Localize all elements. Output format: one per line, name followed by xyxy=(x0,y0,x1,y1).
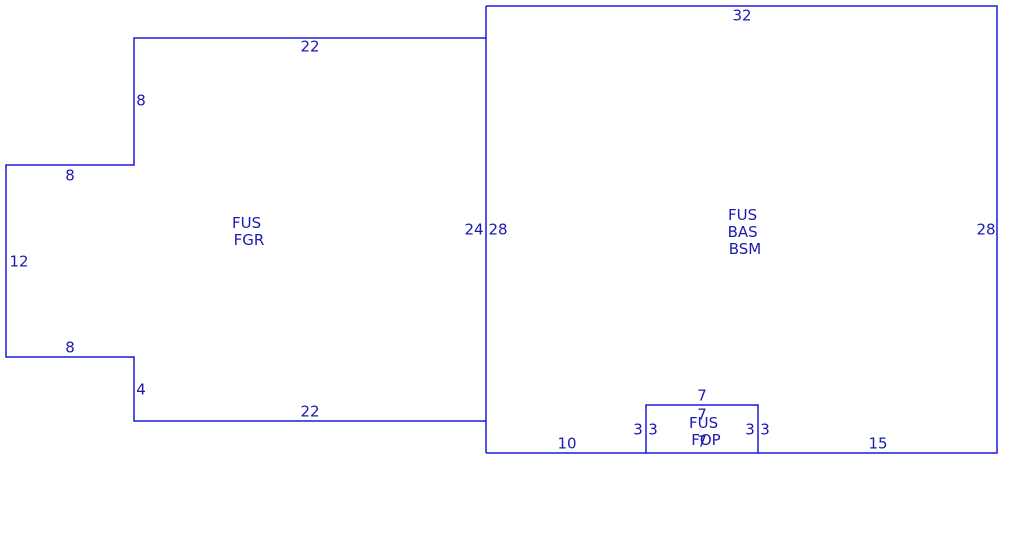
dim-garage-left: 12 xyxy=(9,253,28,271)
dim-base-bottom-left: 10 xyxy=(557,435,576,453)
base-label-line2: BAS xyxy=(728,223,758,241)
dim-porch-top: 7 xyxy=(697,387,707,405)
base-outline xyxy=(486,5,998,454)
dim-porch-left-outer: 3 xyxy=(633,421,643,439)
dim-base-bottom-right: 15 xyxy=(868,435,887,453)
dim-garage-top: 22 xyxy=(300,38,319,56)
dim-porch-bottom: 7 xyxy=(697,433,707,451)
porch-label: FUS FOP xyxy=(689,414,723,449)
porch-label-line1: FUS xyxy=(689,414,718,432)
dim-garage-upper-left: 8 xyxy=(136,92,146,110)
base-label-line3: BSM xyxy=(729,240,762,258)
dim-garage-step-top: 8 xyxy=(65,167,75,185)
garage-label-line1: FUS xyxy=(232,214,261,232)
dim-porch-right-inner: 3 xyxy=(760,421,770,439)
base-label-line1: FUS xyxy=(728,206,757,224)
porch-outline xyxy=(645,404,759,454)
base-label: FUS BAS BSM xyxy=(728,206,763,258)
dim-porch-top-inner: 7 xyxy=(697,406,707,424)
dim-garage-bottom: 22 xyxy=(300,403,319,421)
porch-label-line2: FOP xyxy=(691,431,720,449)
dim-base-left: 28 xyxy=(488,221,507,239)
garage-outline xyxy=(5,37,486,422)
dim-base-right: 28 xyxy=(976,221,995,239)
dim-base-top: 32 xyxy=(732,7,751,25)
dim-porch-right-outer: 3 xyxy=(745,421,755,439)
dim-garage-right: 24 xyxy=(464,221,483,239)
dim-porch-left-inner: 3 xyxy=(648,421,658,439)
garage-label-line2: FGR xyxy=(234,231,265,249)
garage-label: FUS FGR xyxy=(232,214,266,249)
dim-garage-step-bottom: 8 xyxy=(65,339,75,357)
dim-garage-lower-left: 4 xyxy=(136,381,146,399)
